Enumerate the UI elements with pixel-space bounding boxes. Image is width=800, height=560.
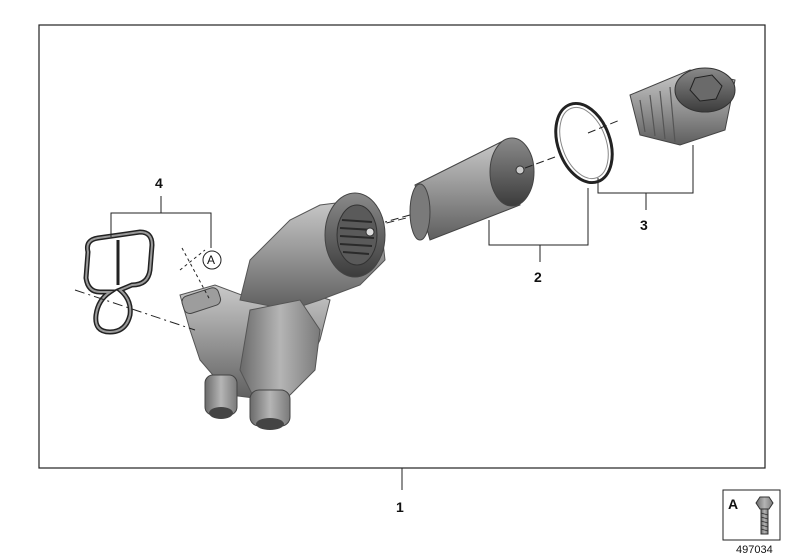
bracket-4	[110, 196, 212, 248]
svg-text:A: A	[207, 253, 215, 267]
callout-3: 3	[640, 217, 648, 233]
gasket-icon	[74, 229, 196, 335]
o-ring-icon	[554, 101, 621, 185]
callout-2: 2	[534, 269, 542, 285]
detail-box	[722, 489, 781, 541]
callout-4: 4	[155, 175, 163, 191]
oil-filter-housing-icon	[179, 192, 411, 430]
bracket-2	[488, 188, 589, 262]
detail-marker-a: A	[179, 247, 222, 301]
detail-box-label: A	[728, 496, 738, 512]
screw-icon	[755, 496, 774, 535]
image-number: 497034	[736, 544, 773, 556]
filter-element-icon	[384, 137, 556, 241]
filter-cap-icon	[629, 67, 736, 146]
callout-1: 1	[396, 499, 404, 515]
bracket-3	[597, 145, 694, 210]
